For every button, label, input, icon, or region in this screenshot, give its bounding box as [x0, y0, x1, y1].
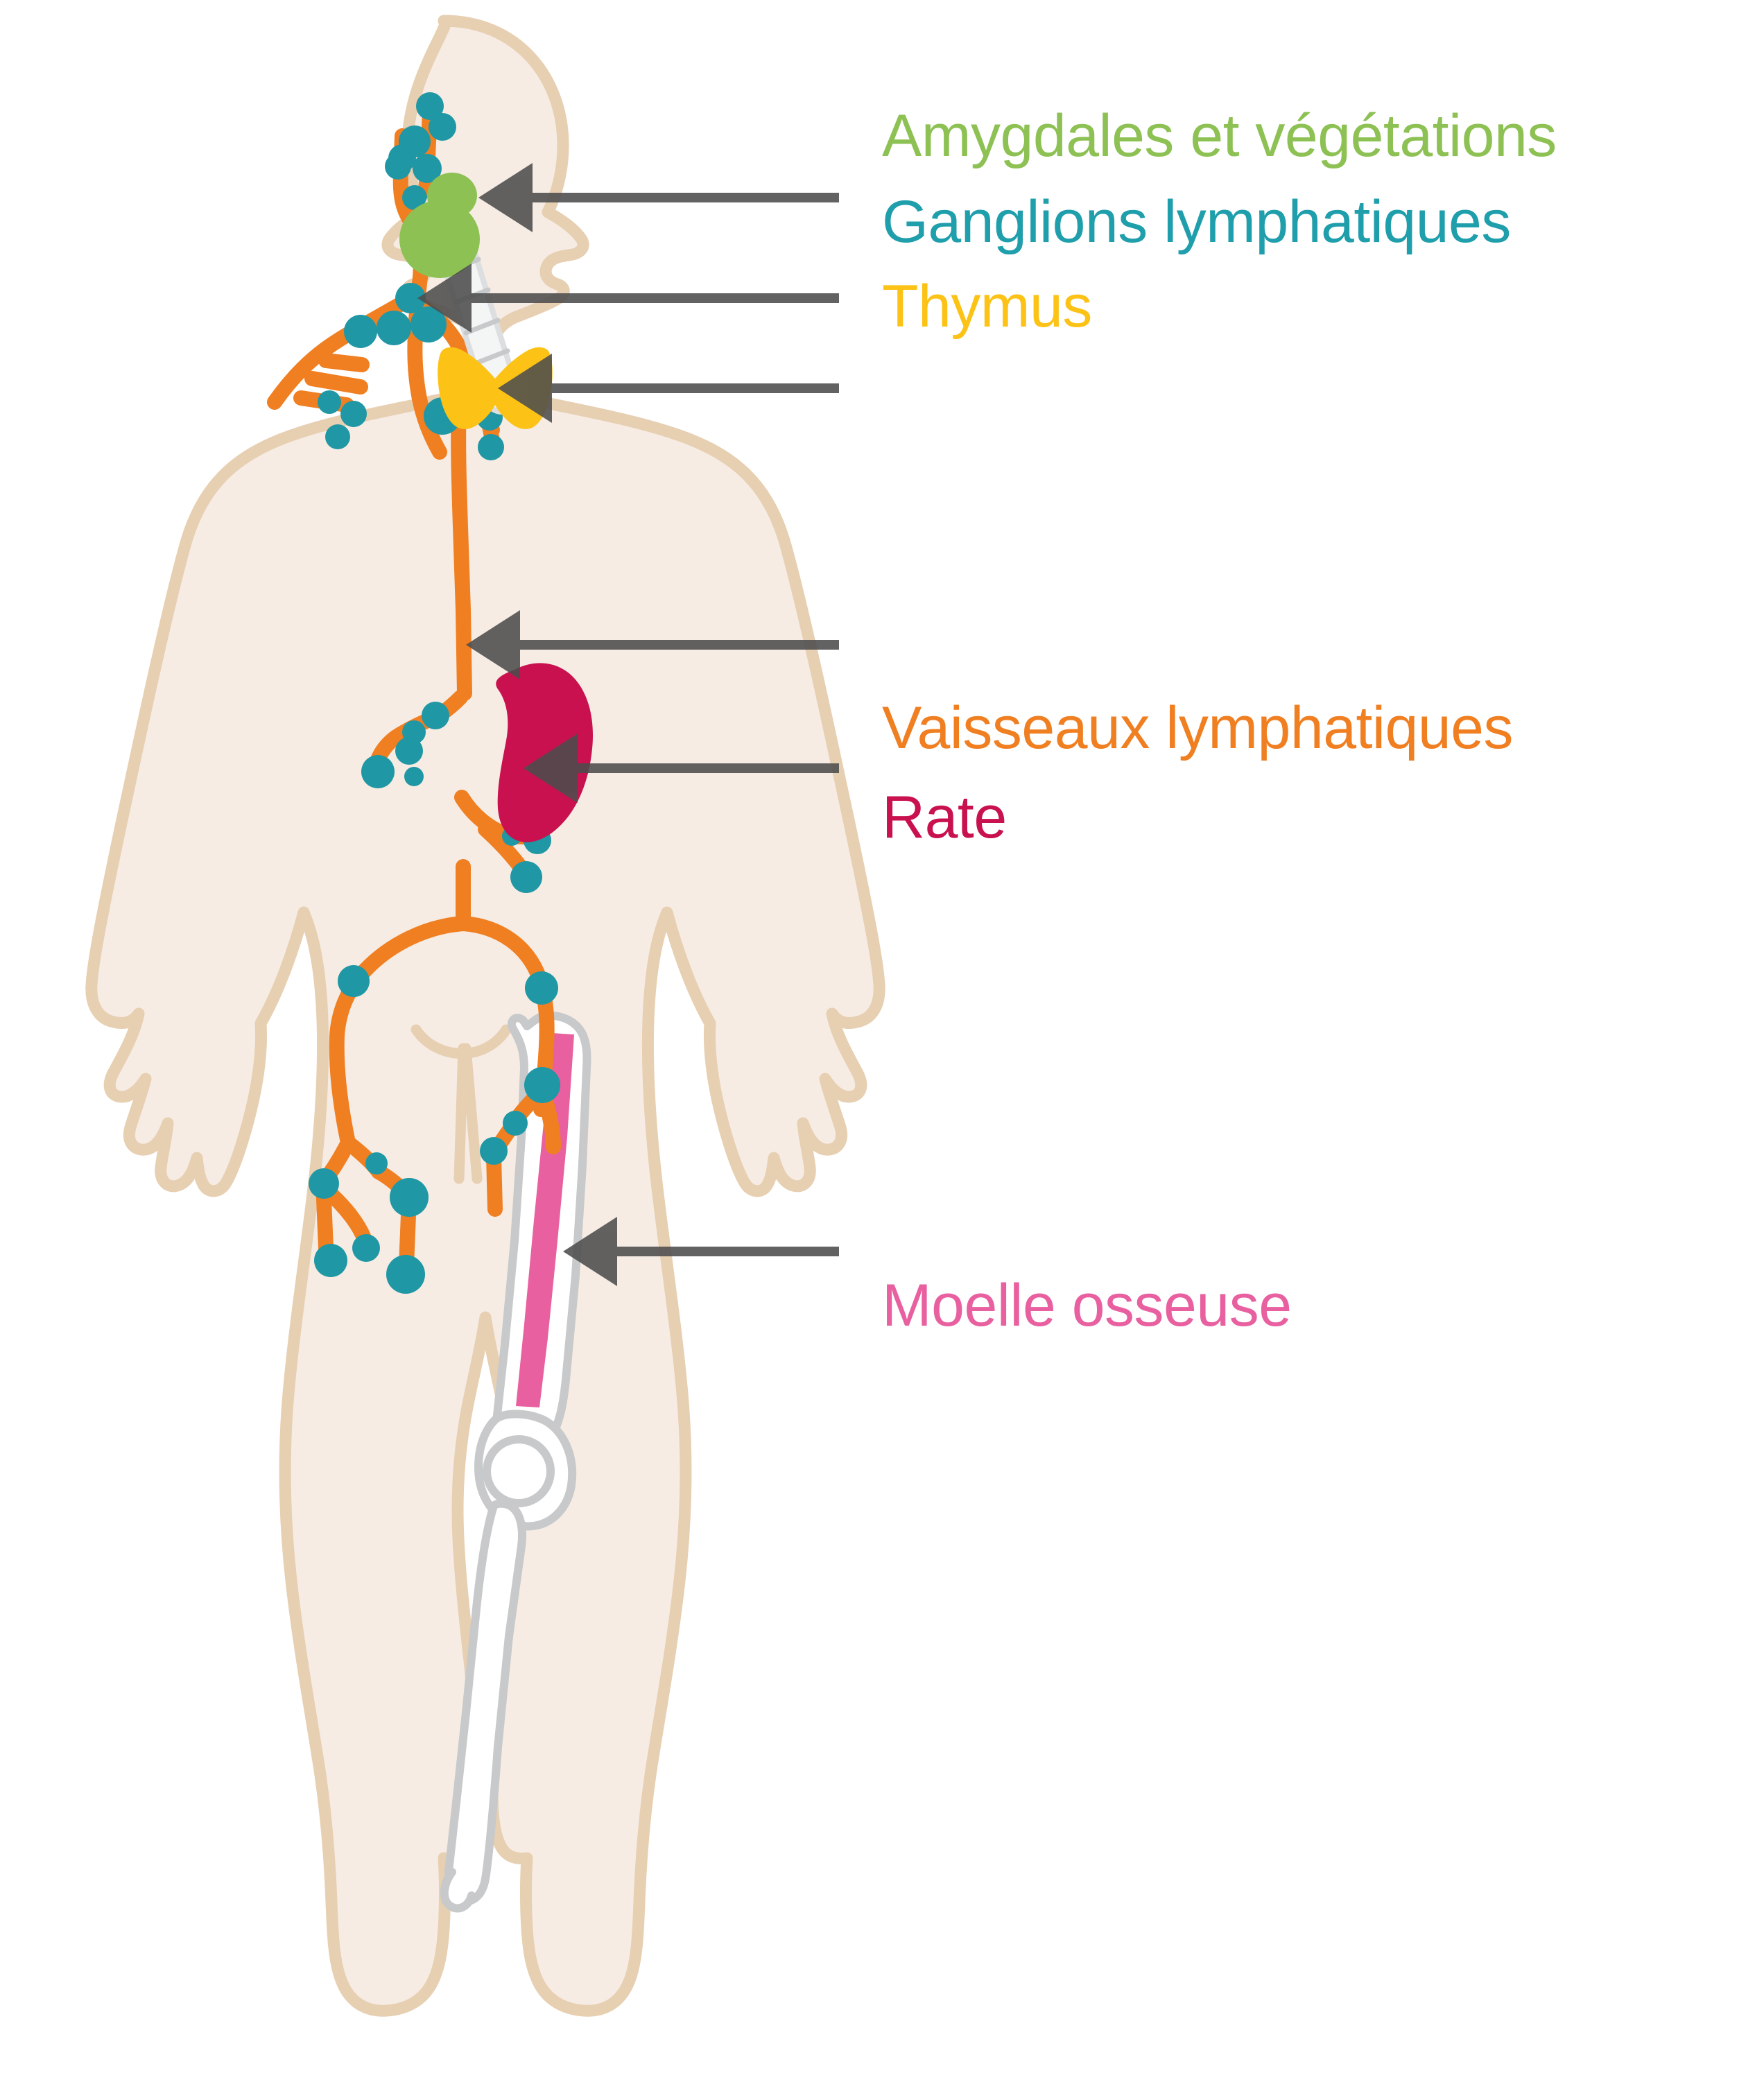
- arrow-head: [478, 163, 533, 232]
- lymph-node: [402, 185, 427, 210]
- lymph-node: [525, 971, 558, 1005]
- lymph-node: [478, 434, 504, 460]
- lymph-node: [388, 144, 416, 172]
- lymph-node: [413, 154, 442, 183]
- annotation-arrow-spleen: [524, 734, 839, 803]
- arrow-head: [498, 354, 552, 423]
- lymph-node: [404, 767, 424, 786]
- lymph-node: [480, 1137, 508, 1165]
- lymph-node: [309, 1168, 339, 1199]
- arrow-head: [524, 734, 578, 803]
- arrow-head: [563, 1217, 617, 1286]
- arrow-head: [466, 610, 520, 679]
- annotation-arrow-lymph-vessels: [466, 610, 839, 679]
- lymph-node: [352, 1234, 380, 1262]
- lymph-node-group: [309, 92, 560, 1294]
- thymus-organ: [438, 347, 553, 429]
- lymph-node: [510, 861, 542, 893]
- lymph-node: [395, 283, 426, 313]
- bone-marrow-organ: [516, 1033, 574, 1407]
- annotation-arrow-lymph-nodes: [417, 263, 839, 333]
- annotation-arrow-group: [417, 163, 839, 1286]
- annotation-arrow-tonsils: [478, 163, 839, 232]
- lymph-node: [390, 1178, 429, 1217]
- lymph-node: [344, 315, 377, 348]
- label-bone-marrow: Moelle osseuse: [882, 1272, 1292, 1339]
- arrow-head: [417, 263, 472, 333]
- lymph-node: [395, 737, 423, 765]
- lymph-node: [314, 1244, 347, 1277]
- annotation-arrow-bone-marrow: [563, 1217, 839, 1286]
- label-spleen: Rate: [882, 784, 1007, 851]
- lymph-node: [386, 1255, 425, 1294]
- label-lymph-vessels: Vaisseaux lymphatiques: [882, 695, 1514, 761]
- spleen-organ: [496, 663, 593, 842]
- lymph-node: [361, 755, 395, 788]
- body-silhouette: [85, 15, 885, 2017]
- lymph-node: [503, 1111, 528, 1136]
- lymph-node: [325, 424, 350, 449]
- lymph-node: [524, 1067, 560, 1103]
- lymph-node: [410, 306, 447, 343]
- lymph-node: [377, 311, 411, 345]
- lymph-node: [340, 401, 367, 427]
- label-tonsils: Amygdales et végétations: [882, 103, 1557, 169]
- lymph-node: [416, 92, 444, 120]
- label-lymph-nodes: Ganglions lymphatiques: [882, 189, 1511, 255]
- lymph-node: [429, 113, 456, 141]
- lymph-node: [338, 965, 370, 997]
- tonsils-organ: [399, 173, 480, 278]
- label-thymus: Thymus: [882, 273, 1092, 340]
- lymph-node: [318, 390, 341, 414]
- annotation-arrow-thymus: [498, 354, 839, 423]
- lymph-node: [422, 702, 449, 729]
- lymph-node: [365, 1152, 388, 1175]
